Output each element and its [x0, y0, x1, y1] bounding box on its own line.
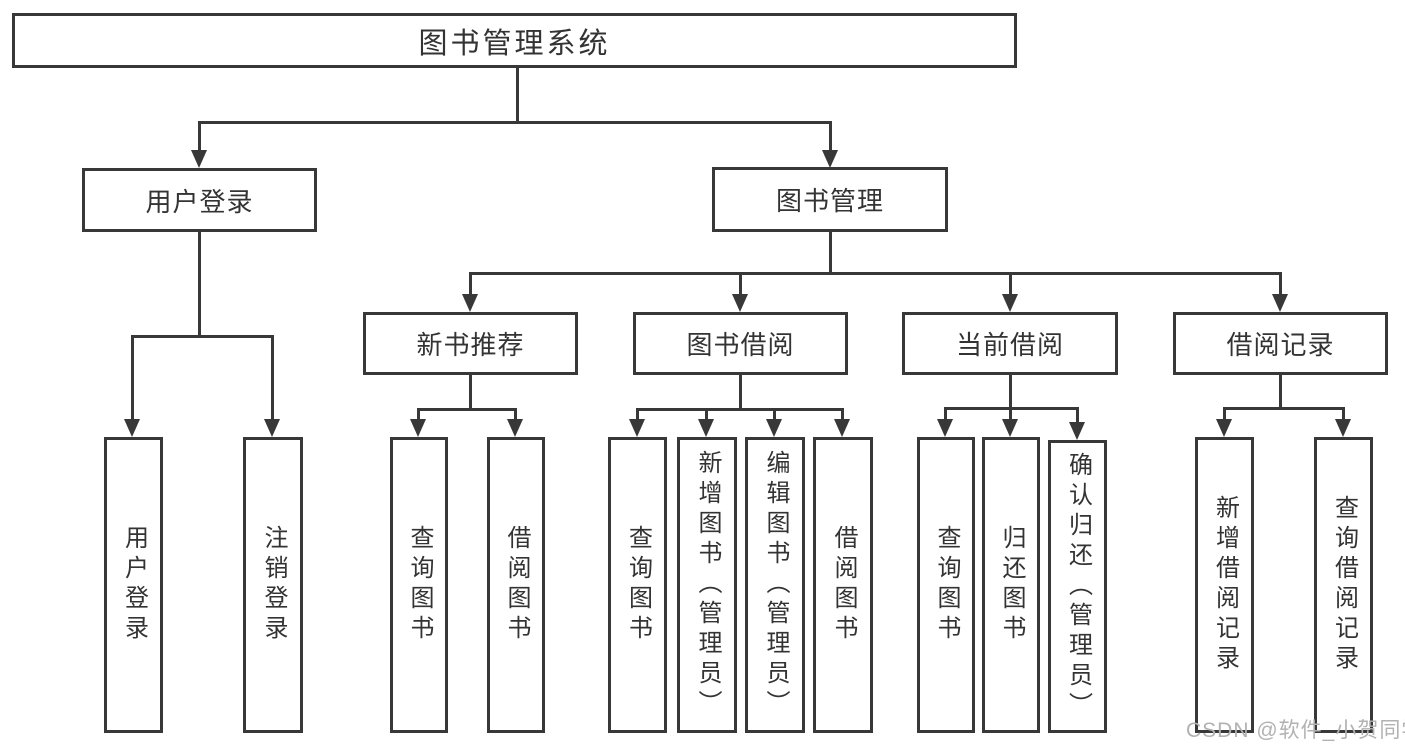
connector-line — [469, 375, 472, 411]
connector-arrowhead — [822, 150, 838, 168]
node-leaf-logout: 注销登录 — [243, 437, 303, 733]
node-leaf-nbr-borrow-books-label: 借阅图书 — [503, 525, 530, 645]
node-leaf-cb-confirm-return: 确认归还（管理员） — [1048, 440, 1107, 733]
connector-line — [417, 408, 517, 411]
node-leaf-bb-query-books: 查询图书 — [608, 437, 667, 733]
connector-line — [1223, 407, 1226, 420]
node-leaf-bb-borrow-books: 借阅图书 — [813, 437, 873, 733]
connector-arrowhead — [124, 419, 140, 437]
node-new-book-recommend: 新书推荐 — [363, 312, 578, 375]
connector-arrowhead — [1335, 419, 1351, 437]
connector-arrowhead — [629, 419, 645, 437]
connector-line — [131, 335, 274, 338]
node-leaf-bb-borrow-books-label: 借阅图书 — [830, 525, 857, 645]
connector-line — [1076, 407, 1079, 422]
connector-line — [773, 408, 776, 421]
node-leaf-bb-add-books-label: 新增图书（管理员） — [694, 450, 721, 720]
node-root: 图书管理系统 — [12, 13, 1017, 68]
node-leaf-nbr-borrow-books: 借阅图书 — [487, 437, 545, 733]
node-leaf-cb-query-books-label: 查询图书 — [933, 525, 960, 645]
node-leaf-bb-edit-books: 编辑图书（管理员） — [745, 437, 805, 733]
node-leaf-bb-edit-books-label: 编辑图书（管理员） — [762, 450, 789, 720]
connector-line — [1009, 375, 1012, 410]
connector-line — [1279, 375, 1282, 410]
connector-line — [516, 68, 519, 121]
node-leaf-nbr-query-books-label: 查询图书 — [406, 525, 433, 645]
connector-arrowhead — [1216, 419, 1232, 437]
connector-line — [636, 408, 844, 411]
node-book-borrowing-label: 图书借阅 — [686, 330, 795, 360]
node-new-book-recommend-label: 新书推荐 — [416, 330, 525, 360]
connector-line — [469, 272, 1282, 275]
connector-line — [514, 408, 517, 421]
connector-arrowhead — [410, 419, 426, 437]
connector-line — [198, 121, 201, 152]
node-leaf-user-login-label: 用户登录 — [120, 525, 148, 645]
node-current-borrowing-label: 当前借阅 — [955, 330, 1064, 360]
connector-arrowhead — [507, 419, 523, 437]
connector-arrowhead — [732, 294, 748, 312]
connector-line — [739, 272, 742, 296]
node-leaf-br-add-records: 新增借阅记录 — [1195, 437, 1254, 733]
connector-line — [1279, 272, 1282, 296]
node-leaf-br-query-records-label: 查询借阅记录 — [1330, 495, 1358, 675]
connector-line — [841, 408, 844, 421]
node-leaf-cb-query-books: 查询图书 — [917, 437, 975, 733]
node-root-label: 图书管理系统 — [418, 27, 611, 60]
connector-line — [636, 408, 639, 421]
connector-line — [1223, 407, 1345, 410]
connector-line — [944, 407, 947, 420]
node-user-login-label: 用户登录 — [145, 186, 254, 217]
connector-line — [131, 335, 134, 421]
node-leaf-cb-confirm-return-label: 确认归还（管理员） — [1064, 451, 1092, 722]
node-leaf-nbr-query-books: 查询图书 — [390, 437, 448, 733]
connector-line — [1342, 407, 1345, 420]
connector-line — [1009, 407, 1012, 420]
connector-arrowhead — [834, 419, 850, 437]
node-user-login: 用户登录 — [82, 168, 317, 232]
node-leaf-cb-return-books: 归还图书 — [982, 437, 1040, 733]
node-current-borrowing: 当前借阅 — [902, 312, 1118, 375]
connector-line — [829, 232, 832, 275]
node-book-borrowing: 图书借阅 — [633, 312, 848, 375]
connector-line — [829, 121, 832, 152]
connector-line — [469, 272, 472, 296]
connector-arrowhead — [462, 294, 478, 312]
connector-arrowhead — [766, 419, 782, 437]
node-borrow-records: 借阅记录 — [1173, 312, 1388, 375]
watermark: CSDN @软件_小贺同学 — [1186, 719, 1405, 742]
node-leaf-br-add-records-label: 新增借阅记录 — [1211, 495, 1239, 675]
connector-arrowhead — [1002, 419, 1018, 437]
connector-arrowhead — [264, 419, 280, 437]
node-leaf-bb-query-books-label: 查询图书 — [624, 525, 652, 645]
node-leaf-user-login: 用户登录 — [104, 437, 163, 733]
connector-arrowhead — [1002, 294, 1018, 312]
node-leaf-bb-add-books: 新增图书（管理员） — [677, 437, 737, 733]
connector-line — [198, 232, 201, 335]
connector-arrowhead — [937, 419, 953, 437]
connector-arrowhead — [698, 419, 714, 437]
connector-line — [271, 335, 274, 421]
node-leaf-logout-label: 注销登录 — [260, 525, 287, 645]
connector-arrowhead — [1272, 294, 1288, 312]
node-borrow-records-label: 借阅记录 — [1226, 330, 1335, 360]
connector-line — [705, 408, 708, 421]
node-book-management-label: 图书管理 — [775, 186, 884, 216]
node-leaf-br-query-records: 查询借阅记录 — [1314, 437, 1373, 733]
connector-arrowhead — [191, 150, 207, 168]
connector-arrowhead — [1069, 422, 1085, 440]
connector-line — [417, 408, 420, 421]
node-leaf-cb-return-books-label: 归还图书 — [998, 525, 1025, 645]
connector-line — [739, 375, 742, 411]
node-book-management: 图书管理 — [712, 167, 948, 232]
connector-line — [198, 121, 832, 124]
connector-line — [1009, 272, 1012, 296]
